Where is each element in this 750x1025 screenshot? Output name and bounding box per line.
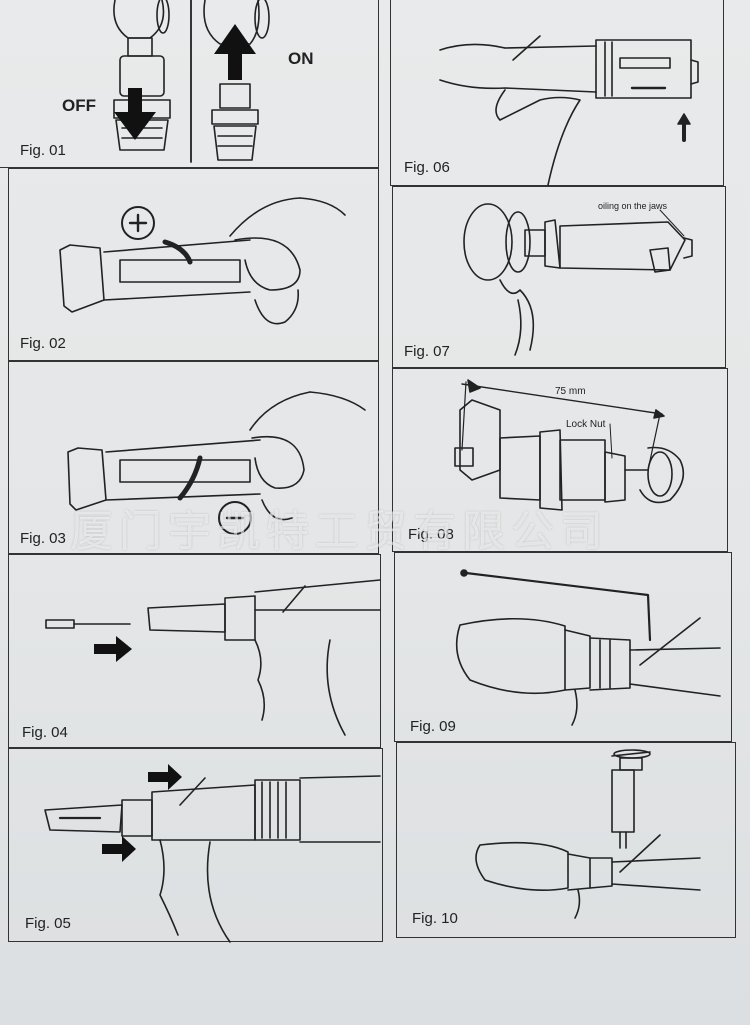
figure-02-panel — [8, 168, 379, 361]
arrow-right-icon — [94, 636, 132, 662]
figure-label: Fig. 03 — [20, 530, 66, 547]
arrow-right-icon — [148, 764, 182, 790]
figure-label: Fig. 05 — [25, 915, 71, 932]
dimension-label: 75 mm — [555, 386, 586, 397]
lock-nut-adjust-drawing — [454, 379, 685, 511]
arrow-down-icon — [114, 88, 156, 140]
figure-01-panel — [0, 0, 379, 168]
rivet-insert-drawing — [45, 579, 381, 736]
jaw-housing-plus-drawing — [59, 197, 346, 325]
hex-key-drawing — [455, 569, 721, 726]
figure-09-panel — [394, 552, 732, 742]
figure-label: Fig. 08 — [408, 526, 454, 543]
figure-label: Fig. 07 — [404, 343, 450, 360]
oil-syringe-drawing — [475, 749, 701, 919]
direction-arrows — [94, 24, 256, 862]
valve-on-drawing — [203, 0, 270, 161]
figure-label: Fig. 04 — [22, 724, 68, 741]
off-label: OFF — [62, 96, 96, 115]
jaw-oiling-drawing — [463, 203, 693, 356]
figure-05-panel — [8, 748, 383, 942]
rivet-gun-head-drawing — [439, 35, 699, 186]
figure-label: Fig. 09 — [410, 718, 456, 735]
figure-label: Fig. 10 — [412, 910, 458, 927]
figure-label: Fig. 01 — [20, 142, 66, 159]
lock-nut-label: Lock Nut — [566, 419, 606, 430]
figure-04-panel — [8, 554, 381, 748]
figure-06-panel — [390, 0, 724, 186]
figure-label: Fig. 02 — [20, 335, 66, 352]
figure-08-panel — [392, 368, 728, 552]
on-label: ON — [288, 49, 314, 68]
arrow-right-icon — [102, 836, 136, 862]
company-watermark: 厦门宇凯特工贸有限公司 — [70, 507, 609, 557]
figure-10-panel — [396, 742, 736, 938]
figure-03-panel — [8, 361, 379, 554]
oiling-note: oiling on the jaws — [598, 201, 668, 211]
figure-label: Fig. 06 — [404, 159, 450, 176]
jaw-housing-minus-drawing — [67, 391, 366, 535]
figure-07-panel — [392, 186, 726, 368]
rivet-gun-side-drawing — [44, 775, 381, 943]
arrow-up-icon — [214, 24, 256, 80]
